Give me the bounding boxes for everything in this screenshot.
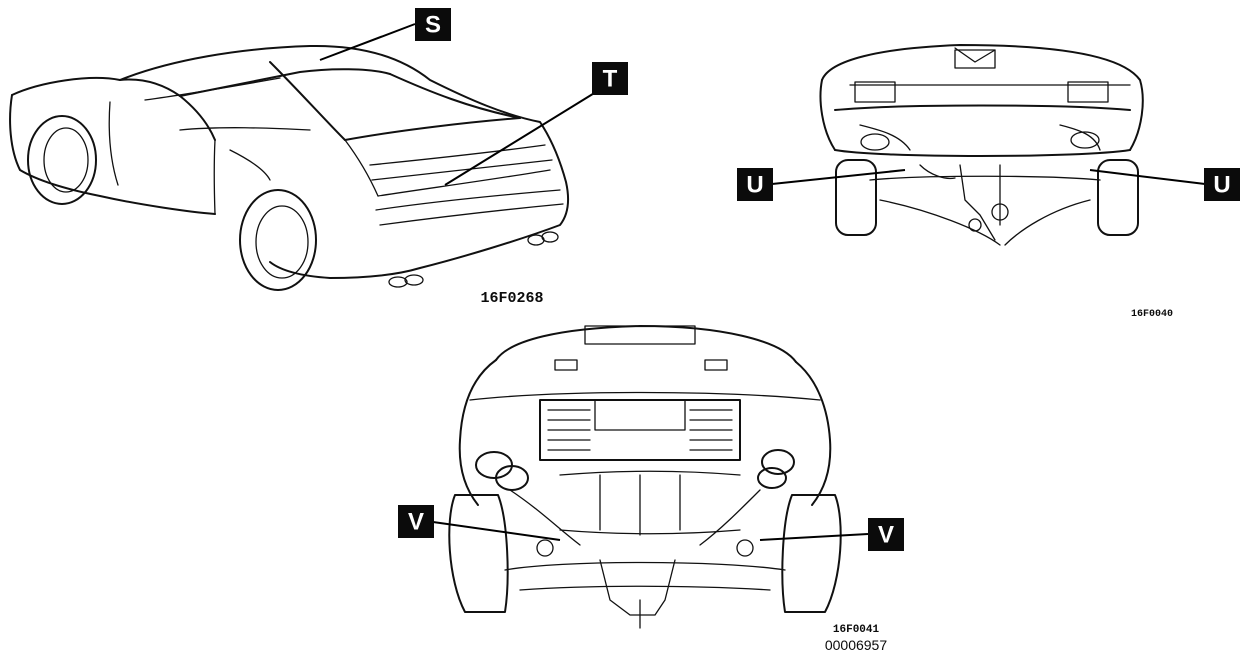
front-underside-view [819, 44, 1144, 246]
figure-code-rear-under: 16F0041 [833, 624, 880, 636]
callout-v-left-label: V [408, 509, 424, 536]
leader-lines [319, 23, 1206, 541]
callout-t-label: T [603, 66, 618, 93]
callout-v-right-label: V [878, 522, 894, 549]
callout-v-left: V [398, 505, 434, 538]
rear-underside-view [448, 325, 842, 629]
callout-v-right: V [868, 518, 904, 551]
callout-u-right-label: U [1213, 172, 1230, 199]
callout-u-right: U [1204, 168, 1240, 201]
callout-t: T [592, 62, 628, 95]
callout-u-left: U [737, 168, 773, 201]
document-id: 00006957 [825, 637, 888, 653]
figure-code-front-under: 16F0040 [1131, 309, 1173, 320]
callout-s-label: S [425, 12, 441, 39]
car-rear-quarter-view [9, 44, 569, 291]
callout-u-left-label: U [746, 172, 763, 199]
figure-code-side-view: 16F0268 [480, 290, 543, 307]
callout-s: S [415, 8, 451, 41]
